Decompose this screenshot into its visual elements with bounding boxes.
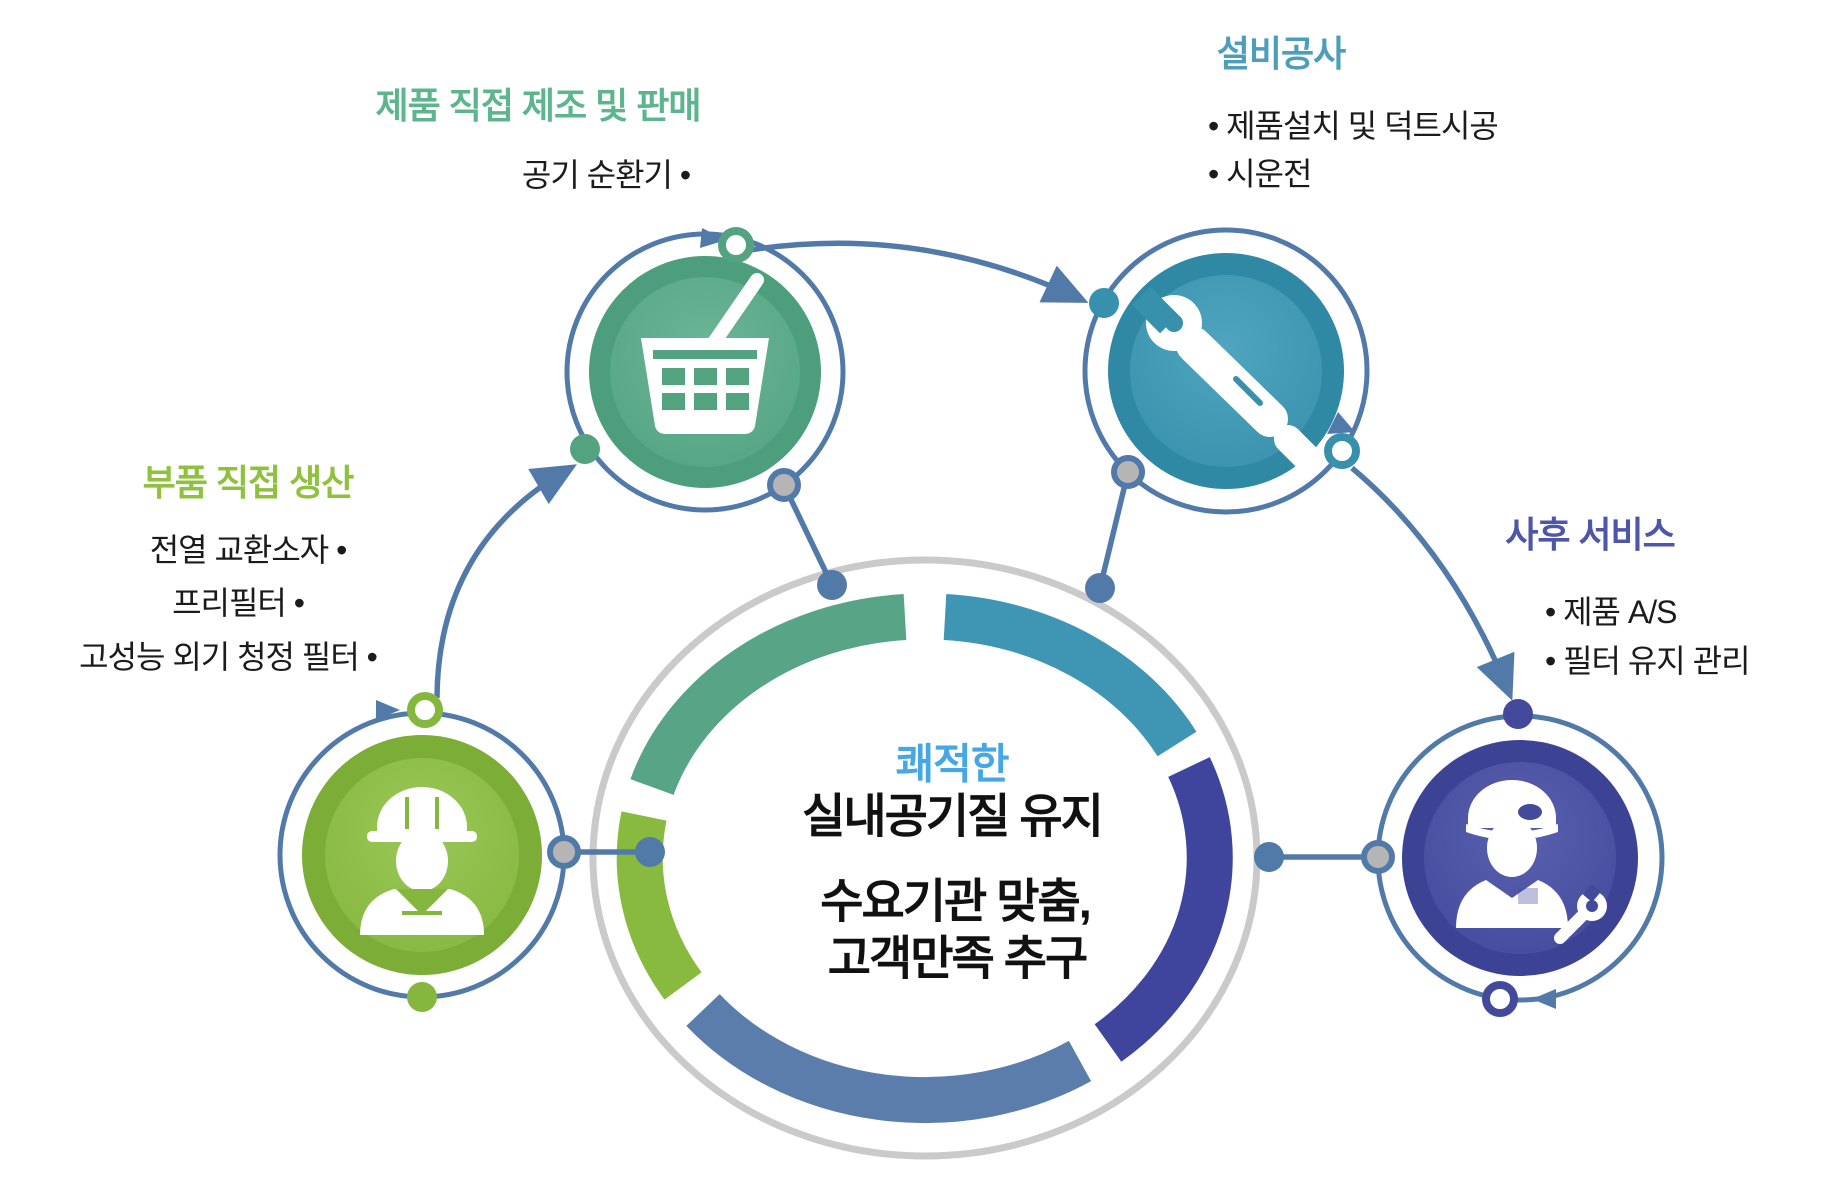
node-parts [277, 700, 567, 1000]
outer-gray-ring [589, 556, 1261, 1160]
center-headline: 쾌적한 [895, 740, 1010, 788]
basket-icon [641, 273, 769, 434]
parts-title: 부품 직접 생산 [142, 462, 355, 503]
parts-item: 프리필터 • [172, 585, 305, 621]
arrow-parts-to-manufacture [434, 464, 577, 699]
service-item: • 제품 A/S [1545, 594, 1677, 630]
ring-arrowhead [700, 228, 726, 248]
arrow-install-to-service [1350, 465, 1515, 701]
segment-navy [1094, 757, 1233, 1062]
install-item: • 시운전 [1208, 156, 1312, 192]
ring-arrowhead [1532, 989, 1556, 1009]
segment-green [630, 594, 907, 796]
segment-lime [616, 811, 702, 1000]
node-install [1082, 227, 1370, 515]
node-service [1375, 713, 1665, 1009]
segment-teal [943, 594, 1197, 757]
segment-steel [686, 994, 1092, 1124]
install-title: 설비공사 [1216, 33, 1346, 74]
parts-item: 고성능 외기 청정 필터 • [79, 639, 378, 675]
manufacture-title: 제품 직접 제조 및 판매 [375, 85, 701, 126]
service-title: 사후 서비스 [1505, 514, 1676, 555]
center-line4: 고객만족 추구 [827, 931, 1088, 985]
worker-icon [360, 787, 484, 935]
central-ring [589, 556, 1261, 1160]
manufacture-item: 공기 순환기 • [521, 157, 691, 193]
tools-icon [1131, 286, 1324, 475]
service-item: • 필터 유지 관리 [1545, 643, 1751, 679]
arrow-manufacture-to-install [749, 240, 1089, 303]
center-line3: 수요기관 맞춤, [820, 874, 1092, 928]
center-line2: 실내공기질 유지 [802, 789, 1104, 843]
node-manufacture [564, 228, 846, 513]
install-item: • 제품설치 및 덕트시공 [1208, 108, 1499, 144]
parts-item: 전열 교환소자 • [149, 532, 348, 568]
flow-arrows [434, 240, 1515, 701]
engineer-icon [1456, 780, 1607, 944]
ring-arrowhead [376, 700, 400, 720]
junction-dots [407, 227, 1533, 1017]
ring-arrowhead [1327, 412, 1355, 434]
